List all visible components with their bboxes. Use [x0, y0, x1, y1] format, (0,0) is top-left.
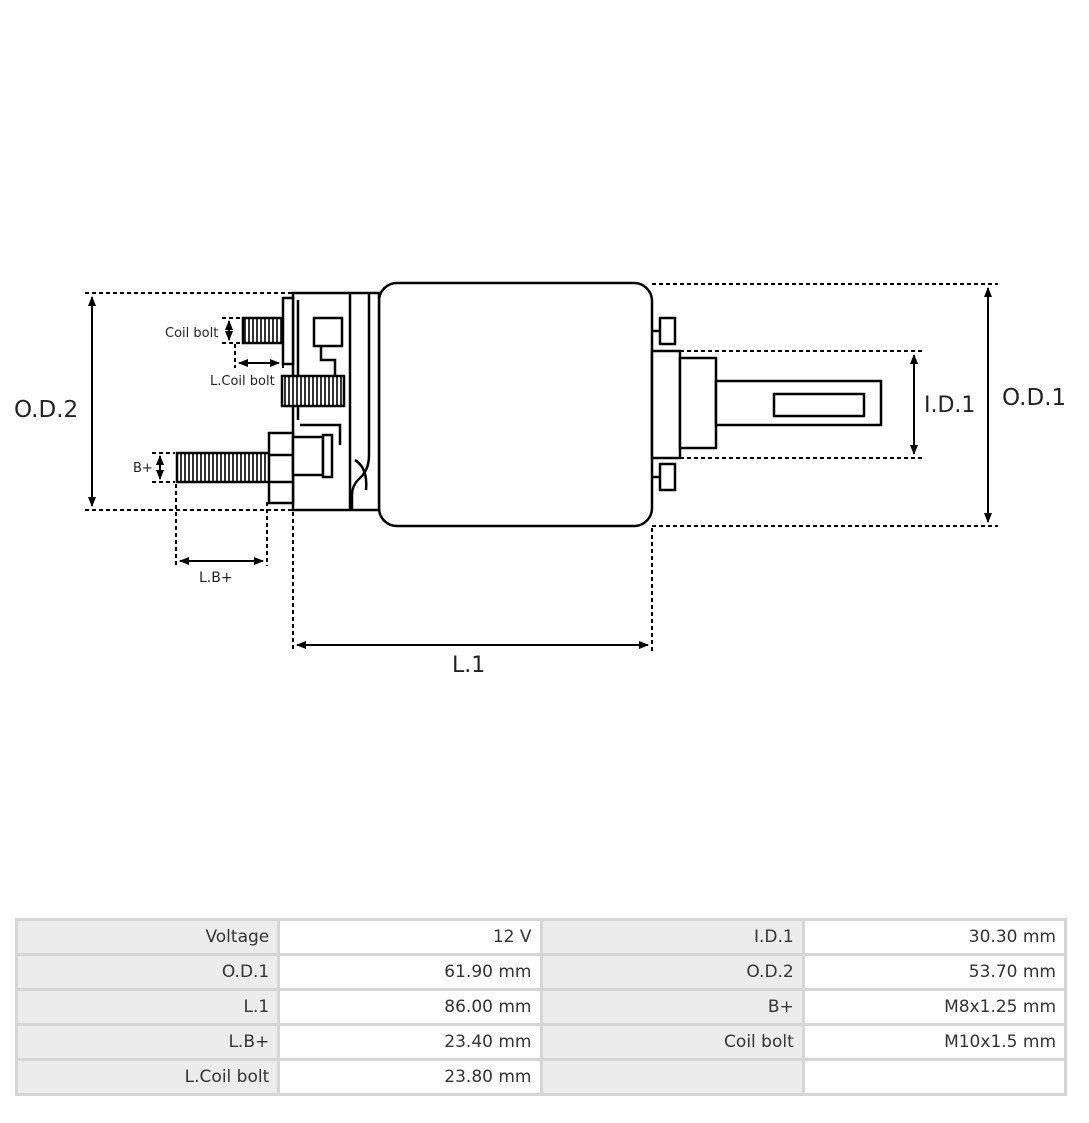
mid-bolt-stud	[280, 374, 346, 408]
spec-label-od2: O.D.2	[539, 953, 805, 991]
l-b-plus-label: L.B+	[199, 570, 233, 586]
l1-label: L.1	[452, 653, 485, 678]
spec-label-coil-bolt: Coil bolt	[539, 1023, 805, 1061]
spec-value-l-b-plus: 23.40 mm	[277, 1023, 543, 1061]
dimension-arrows	[88, 287, 992, 649]
spec-value-coil-bolt: M10x1.5 mm	[801, 1023, 1068, 1061]
dimension-labels: O.D.2 O.D.1 I.D.1 L.1 Coil bolt L.Coil b…	[14, 326, 1066, 678]
table-row: L.Coil bolt 23.80 mm	[14, 1058, 1068, 1096]
spec-value-empty	[801, 1058, 1068, 1096]
b-plus-stud	[175, 431, 334, 505]
spec-value-b-plus: M8x1.25 mm	[801, 988, 1068, 1026]
spec-value-voltage: 12 V	[277, 918, 543, 956]
spec-label-od1: O.D.1	[14, 953, 281, 991]
spec-label-voltage: Voltage	[14, 918, 281, 956]
dimension-lines	[85, 283, 998, 652]
solenoid-body	[291, 281, 654, 528]
spec-label-l-b-plus: L.B+	[14, 1023, 281, 1061]
l-coil-bolt-label: L.Coil bolt	[210, 374, 275, 389]
table-row: Voltage 12 V I.D.1 30.30 mm	[14, 918, 1068, 956]
spec-label-empty	[539, 1058, 805, 1096]
spec-value-l1: 86.00 mm	[277, 988, 543, 1026]
table-row: O.D.1 61.90 mm O.D.2 53.70 mm	[14, 953, 1068, 991]
spec-value-od2: 53.70 mm	[801, 953, 1068, 991]
coil-bolt-stud	[241, 296, 295, 366]
plunger-assembly	[650, 316, 883, 492]
table-row: L.B+ 23.40 mm Coil bolt M10x1.5 mm	[14, 1023, 1068, 1061]
spec-value-l-coil-bolt: 23.80 mm	[277, 1058, 543, 1096]
coil-bolt-label: Coil bolt	[165, 326, 218, 341]
spec-label-id1: I.D.1	[539, 918, 805, 956]
od2-label: O.D.2	[14, 397, 78, 423]
spec-value-id1: 30.30 mm	[801, 918, 1068, 956]
specifications-table: Voltage 12 V I.D.1 30.30 mm O.D.1 61.90 …	[14, 918, 1068, 1096]
spec-label-l1: L.1	[14, 988, 281, 1026]
spec-label-l-coil-bolt: L.Coil bolt	[14, 1058, 281, 1096]
solenoid-dimension-diagram: O.D.2 O.D.1 I.D.1 L.1 Coil bolt L.Coil b…	[14, 281, 1066, 678]
od1-label: O.D.1	[1002, 385, 1066, 411]
id1-label: I.D.1	[924, 393, 975, 418]
b-plus-label: B+	[133, 461, 153, 476]
spec-value-od1: 61.90 mm	[277, 953, 543, 991]
spec-label-b-plus: B+	[539, 988, 805, 1026]
table-row: L.1 86.00 mm B+ M8x1.25 mm	[14, 988, 1068, 1026]
